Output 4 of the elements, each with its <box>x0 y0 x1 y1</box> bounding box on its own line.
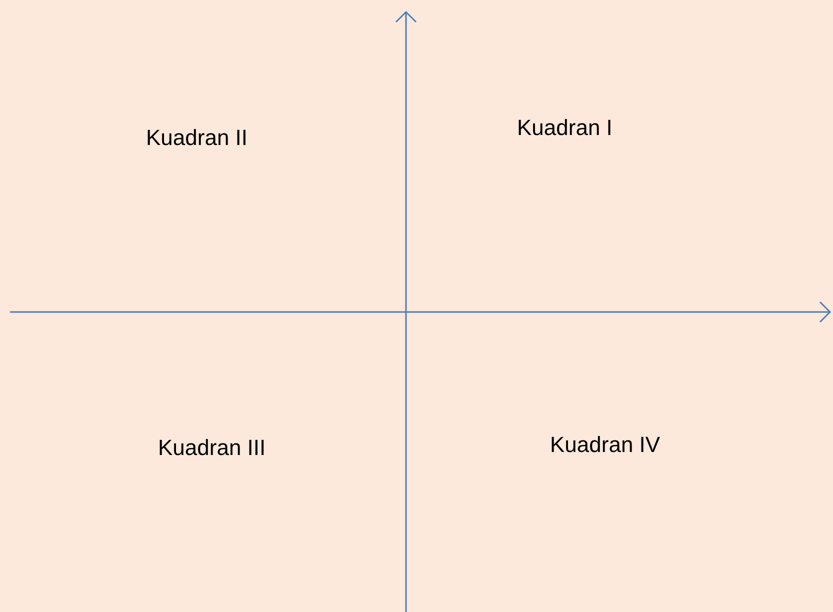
quadrant-label: Kuadran IV <box>550 432 660 458</box>
quadrant-label: Kuadran III <box>158 435 266 461</box>
quadrant-label: Kuadran I <box>517 115 612 141</box>
quadrant-label: Kuadran II <box>146 125 248 151</box>
